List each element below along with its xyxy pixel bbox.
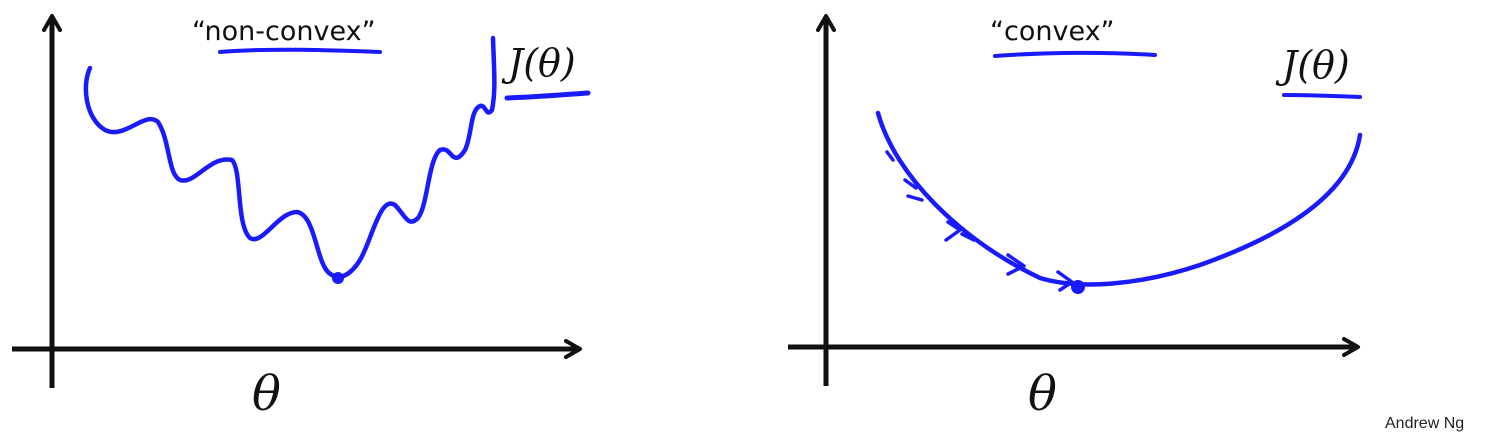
non-convex-minimum-point [332, 272, 344, 284]
convex-plot: “convex” J(θ) θ [788, 14, 1363, 422]
left-axis-label: θ [252, 366, 281, 422]
non-convex-title: “non-convex” [192, 16, 376, 47]
convex-minimum-point [1071, 280, 1085, 294]
author-credit: Andrew Ng [1385, 415, 1464, 432]
non-convex-title-underline [218, 47, 382, 54]
descent-step-5 [1006, 253, 1026, 276]
right-function-label-underline [1282, 93, 1362, 99]
left-function-label: J(θ) [501, 41, 576, 85]
right-axis-label: θ [1028, 366, 1057, 422]
descent-step-1 [885, 150, 895, 162]
descent-step-6 [1056, 270, 1074, 292]
non-convex-curve [83, 35, 497, 280]
descent-step-3 [944, 220, 962, 242]
convex-title: “convex” [990, 16, 1115, 47]
non-convex-plot: “non-convex” J(θ) θ [12, 14, 591, 422]
descent-step-2 [903, 178, 924, 202]
convex-curve [875, 110, 1363, 287]
descent-step-4 [960, 232, 976, 242]
gradient-descent-steps [885, 150, 1074, 292]
convex-title-underline [993, 50, 1157, 58]
right-function-label: J(θ) [1275, 43, 1350, 87]
left-function-label-underline [504, 90, 591, 101]
